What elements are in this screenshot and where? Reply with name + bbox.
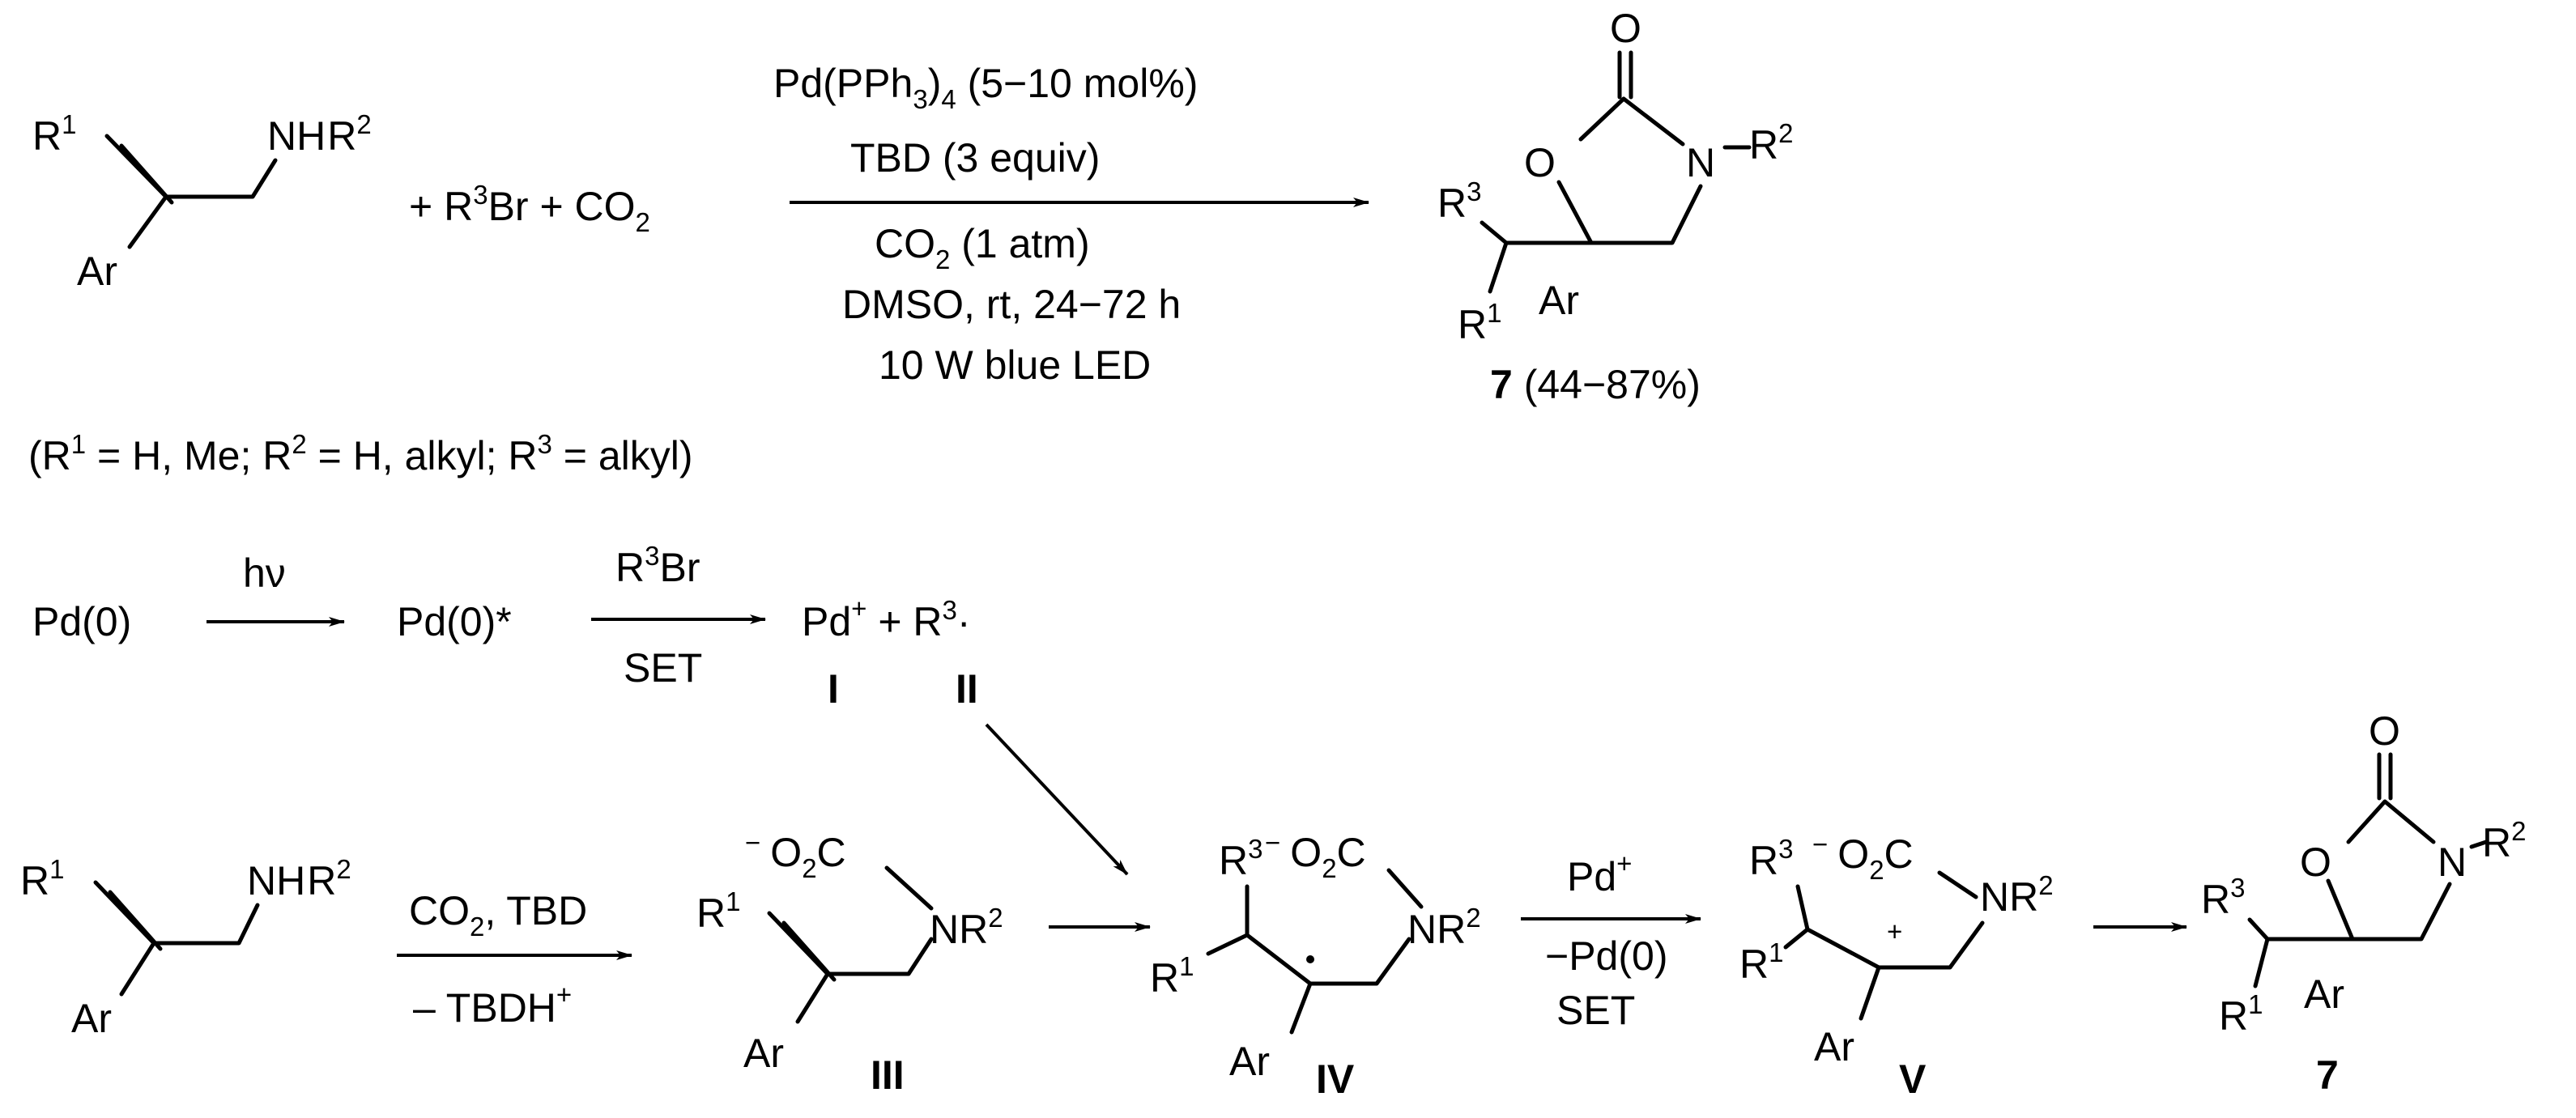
svg-text:NHR2: NHR2 [267, 109, 372, 159]
svg-text:NR2: NR2 [1980, 870, 2054, 920]
substituent-definitions: (R1 = H, Me; R2 = H, alkyl; R3 = alkyl) [28, 429, 693, 478]
svg-text:Ar: Ar [1539, 278, 1579, 323]
svg-text:O: O [2300, 840, 2331, 885]
svg-text:O: O [1524, 140, 1556, 185]
svg-text:III: III [871, 1052, 905, 1098]
svg-text:+: + [1887, 916, 1902, 946]
svg-text:IV: IV [1316, 1056, 1355, 1102]
svg-text:Ar: Ar [71, 996, 112, 1041]
oxazolidinone-product-bottom: O O N R2 R3 R1 Ar 7 [2201, 708, 2526, 1098]
svg-text:I: I [828, 666, 839, 712]
svg-text:NR2: NR2 [1407, 903, 1481, 952]
carbamate-formation-step: CO2, TBD – TBDH+ [397, 888, 632, 1031]
svg-text:R2: R2 [1749, 118, 1793, 168]
svg-text:R1: R1 [2219, 989, 2263, 1039]
svg-text:R2: R2 [2482, 816, 2526, 865]
svg-text:hν: hν [243, 550, 286, 596]
svg-text:Ar: Ar [743, 1031, 784, 1076]
svg-text:O: O [1610, 6, 1641, 51]
svg-text:NR2: NR2 [930, 903, 1003, 952]
svg-text:R1: R1 [1458, 298, 1501, 347]
pd-photoexcitation: Pd(0) hν Pd(0)* R3Br SET Pd+ + R3· I II [32, 541, 978, 712]
oxazolidinone-product-top: O O N R2 R3 R1 Ar [1437, 6, 1793, 347]
svg-text:10 W blue LED: 10 W blue LED [879, 342, 1151, 388]
svg-text:−Pd(0): −Pd(0) [1545, 933, 1667, 979]
svg-text:R1: R1 [696, 886, 740, 936]
svg-text:R1: R1 [32, 109, 76, 159]
intermediate-IV: R3 −O2C NR2 R1 Ar IV [1150, 827, 1481, 1102]
svg-text:R3: R3 [1749, 834, 1793, 883]
svg-text:−O2C: −O2C [1265, 827, 1366, 883]
product-7-label: 7 (44−87%) [1490, 362, 1701, 407]
svg-text:+ R3Br + CO2: + R3Br + CO2 [409, 180, 650, 237]
svg-text:SET: SET [624, 645, 702, 691]
svg-text:R3: R3 [1219, 834, 1262, 883]
svg-text:R3: R3 [1437, 176, 1481, 226]
svg-text:II: II [956, 666, 978, 712]
svg-text:Pd(0)*: Pd(0)* [397, 599, 512, 644]
svg-text:7: 7 [2316, 1052, 2339, 1098]
svg-text:V: V [1899, 1056, 1927, 1102]
svg-text:−O2C: −O2C [745, 827, 846, 883]
svg-text:CO2 (1 atm): CO2 (1 atm) [875, 221, 1090, 274]
svg-text:N: N [1686, 140, 1715, 185]
radical-addition-arrow [985, 723, 1129, 876]
svg-text:Ar: Ar [77, 249, 117, 294]
svg-text:R1: R1 [1739, 937, 1783, 987]
oxidation-step: Pd+ −Pd(0) SET [1521, 848, 1701, 1033]
svg-text:– TBDH+: – TBDH+ [413, 980, 572, 1031]
svg-text:SET: SET [1556, 988, 1635, 1033]
svg-text:Pd+: Pd+ [1567, 848, 1632, 899]
svg-text:R3Br: R3Br [615, 541, 700, 590]
svg-text:Pd(PPh3)4 (5−10 mol%): Pd(PPh3)4 (5−10 mol%) [773, 61, 1198, 114]
svg-text:Ar: Ar [1814, 1024, 1854, 1069]
svg-text:−O2C: −O2C [1812, 829, 1914, 885]
svg-text:Pd+ + R3·: Pd+ + R3· [802, 593, 971, 644]
svg-text:Pd(0): Pd(0) [32, 599, 131, 644]
svg-text:R3: R3 [2201, 873, 2245, 922]
svg-text:O: O [2369, 708, 2400, 754]
svg-text:TBD (3 equiv): TBD (3 equiv) [850, 135, 1100, 181]
allylamine-reactant: R1 NHR2 Ar [32, 109, 372, 294]
svg-text:N: N [2438, 840, 2467, 885]
svg-text:Ar: Ar [1229, 1039, 1270, 1084]
reagents-r3br-co2: + R3Br + CO2 [409, 180, 650, 237]
svg-text:NHR2: NHR2 [247, 854, 351, 903]
allylamine-reactant-bottom: R1 NHR2 Ar [20, 854, 351, 1041]
svg-text:R1: R1 [1150, 951, 1194, 1001]
reaction1-conditions: Pd(PPh3)4 (5−10 mol%) TBD (3 equiv) CO2 … [773, 61, 1198, 388]
svg-text:DMSO, rt, 24−72 h: DMSO, rt, 24−72 h [842, 282, 1181, 327]
intermediate-III: −O2C R1 NR2 Ar III [696, 827, 1003, 1098]
svg-text:R1: R1 [20, 854, 64, 903]
intermediate-V: R3 −O2C NR2 R1 Ar + V [1739, 829, 2054, 1102]
svg-text:CO2, TBD: CO2, TBD [409, 888, 587, 942]
svg-text:Ar: Ar [2304, 971, 2344, 1017]
